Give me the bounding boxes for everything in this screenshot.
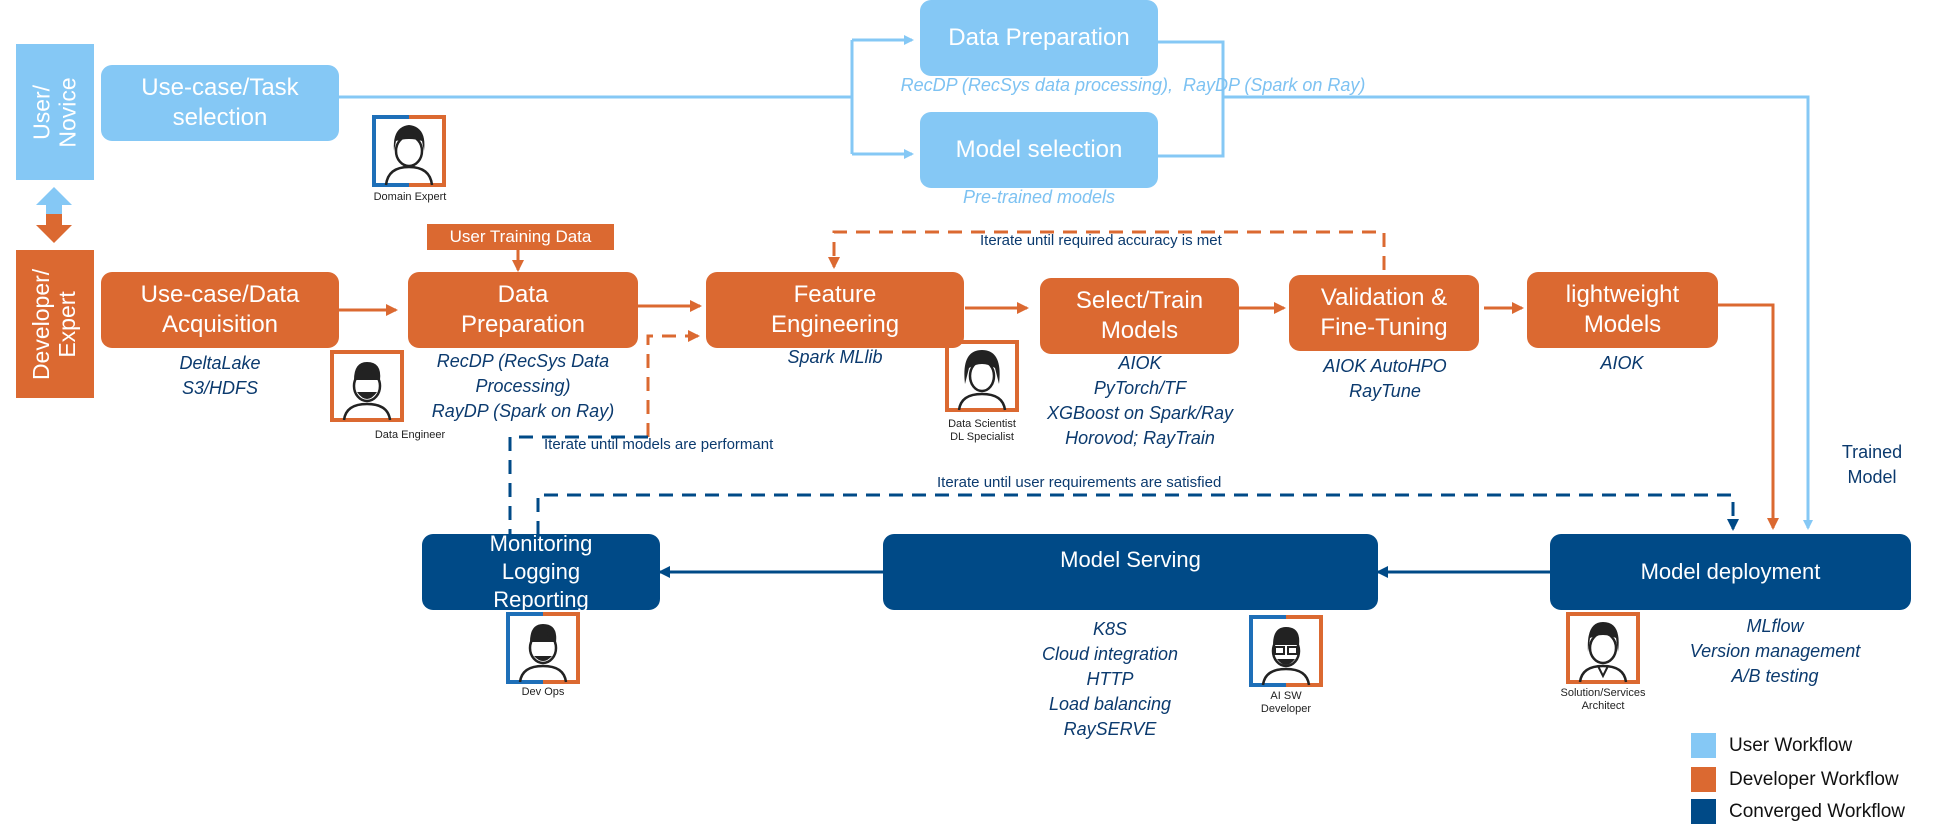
iterate-accuracy-label: Iterate until required accuracy is met <box>980 232 1222 249</box>
ai-sw-developer-avatar-icon <box>1249 615 1323 687</box>
legend-converged-workflow: Converged Workflow <box>1691 799 1905 824</box>
lightweight-tools-note: AIOK <box>1600 353 1644 373</box>
feature-engineering-box: Feature Engineering <box>706 272 964 348</box>
training-tools-note: AIOK PyTorch/TF XGBoost on Spark/Ray Hor… <box>1046 353 1234 448</box>
lane-developer-label: Developer/ Expert <box>28 268 82 380</box>
dev-data-preparation-box: Data Preparation <box>408 272 638 348</box>
dev-data-prep-tools-note: RecDP (RecSys Data Processing) RayDP (Sp… <box>431 351 615 421</box>
developer-workflow-lines <box>339 230 1779 530</box>
converged-workflow-lines <box>508 435 1739 578</box>
legend-developer-swatch <box>1691 767 1716 792</box>
user-workflow-lines <box>339 35 1813 530</box>
ai-sw-developer-label: AI SW Developer <box>1260 690 1312 715</box>
lane-user-label: User/ Novice <box>28 76 81 148</box>
data-engineer-label: Data Engineer <box>374 429 446 441</box>
lane-developer-expert: Developer/ Expert <box>16 250 94 398</box>
domain-expert-avatar-icon <box>372 115 446 187</box>
legend-user-swatch <box>1691 733 1716 758</box>
lightweight-models-box: lightweight Models <box>1527 272 1718 348</box>
usecase-data-acquisition-box: Use-case/Data Acquisition <box>101 272 339 348</box>
trained-model-label: Trained Model <box>1841 442 1903 487</box>
select-train-models-box: Select/Train Models <box>1040 278 1239 354</box>
data-scientist-label: Data Scientist DL Specialist <box>948 418 1016 443</box>
usecase-task-selection-box: Use-case/Task selection <box>101 65 339 141</box>
model-selection-box: Model selection <box>920 112 1158 188</box>
pretrained-models-note: Pre-trained models <box>962 187 1116 207</box>
model-serving-box: Model Serving <box>883 534 1378 610</box>
model-deployment-box: Model deployment <box>1550 534 1911 610</box>
user-data-preparation-box: Data Preparation <box>920 0 1158 76</box>
data-engineer-avatar-icon <box>330 350 404 422</box>
deployment-tools-note: MLflow Version management A/B testing <box>1689 616 1861 686</box>
legend-user-workflow: User Workflow <box>1691 733 1852 758</box>
solution-architect-avatar-icon <box>1566 612 1640 684</box>
lane-user-novice: User/ Novice <box>16 44 94 180</box>
legend-converged-swatch <box>1691 799 1716 824</box>
feature-engineering-tools-note: Spark MLlib <box>787 347 883 367</box>
solution-architect-label: Solution/Services Architect <box>1560 687 1646 712</box>
iterate-performant-label: Iterate until models are performant <box>544 436 774 453</box>
user-training-data-tag: User Training Data <box>427 224 614 250</box>
lane-switch-arrow <box>36 187 72 243</box>
data-scientist-avatar-icon <box>945 340 1019 412</box>
validation-tools-note: AIOK AutoHPO RayTune <box>1323 356 1447 401</box>
serving-tools-note: K8S Cloud integration HTTP Load balancin… <box>1041 619 1179 739</box>
data-acquisition-tools-note: DeltaLake S3/HDFS <box>179 353 261 398</box>
dev-ops-label: Dev Ops <box>521 686 565 698</box>
validation-fine-tuning-box: Validation & Fine-Tuning <box>1289 275 1479 351</box>
iterate-requirements-label: Iterate until user requirements are sati… <box>937 474 1222 491</box>
monitoring-logging-reporting-box: Monitoring Logging Reporting <box>422 531 660 612</box>
legend-developer-workflow: Developer Workflow <box>1691 767 1899 792</box>
user-data-prep-tools-note: RecDP (RecSys data processing), RayDP (S… <box>900 75 1366 95</box>
dev-ops-avatar-icon <box>506 612 580 684</box>
domain-expert-label: Domain Expert <box>373 191 447 203</box>
